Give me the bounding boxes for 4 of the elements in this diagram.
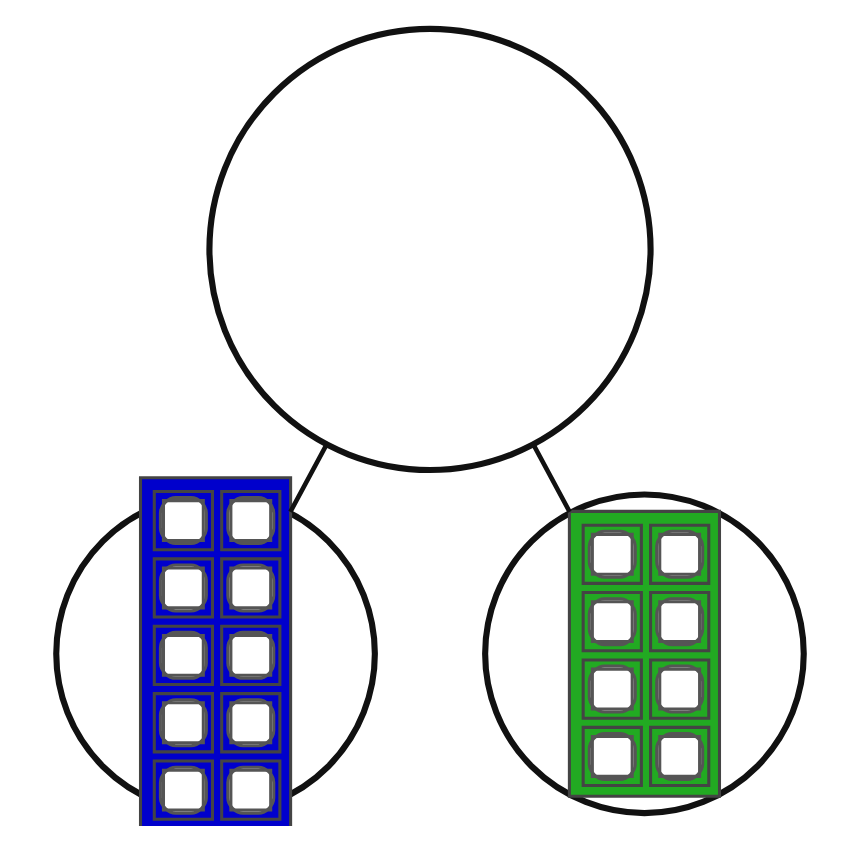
node-circle — [205, 25, 653, 474]
connector — [530, 443, 571, 513]
connector — [287, 443, 328, 513]
node-circle — [481, 491, 806, 817]
